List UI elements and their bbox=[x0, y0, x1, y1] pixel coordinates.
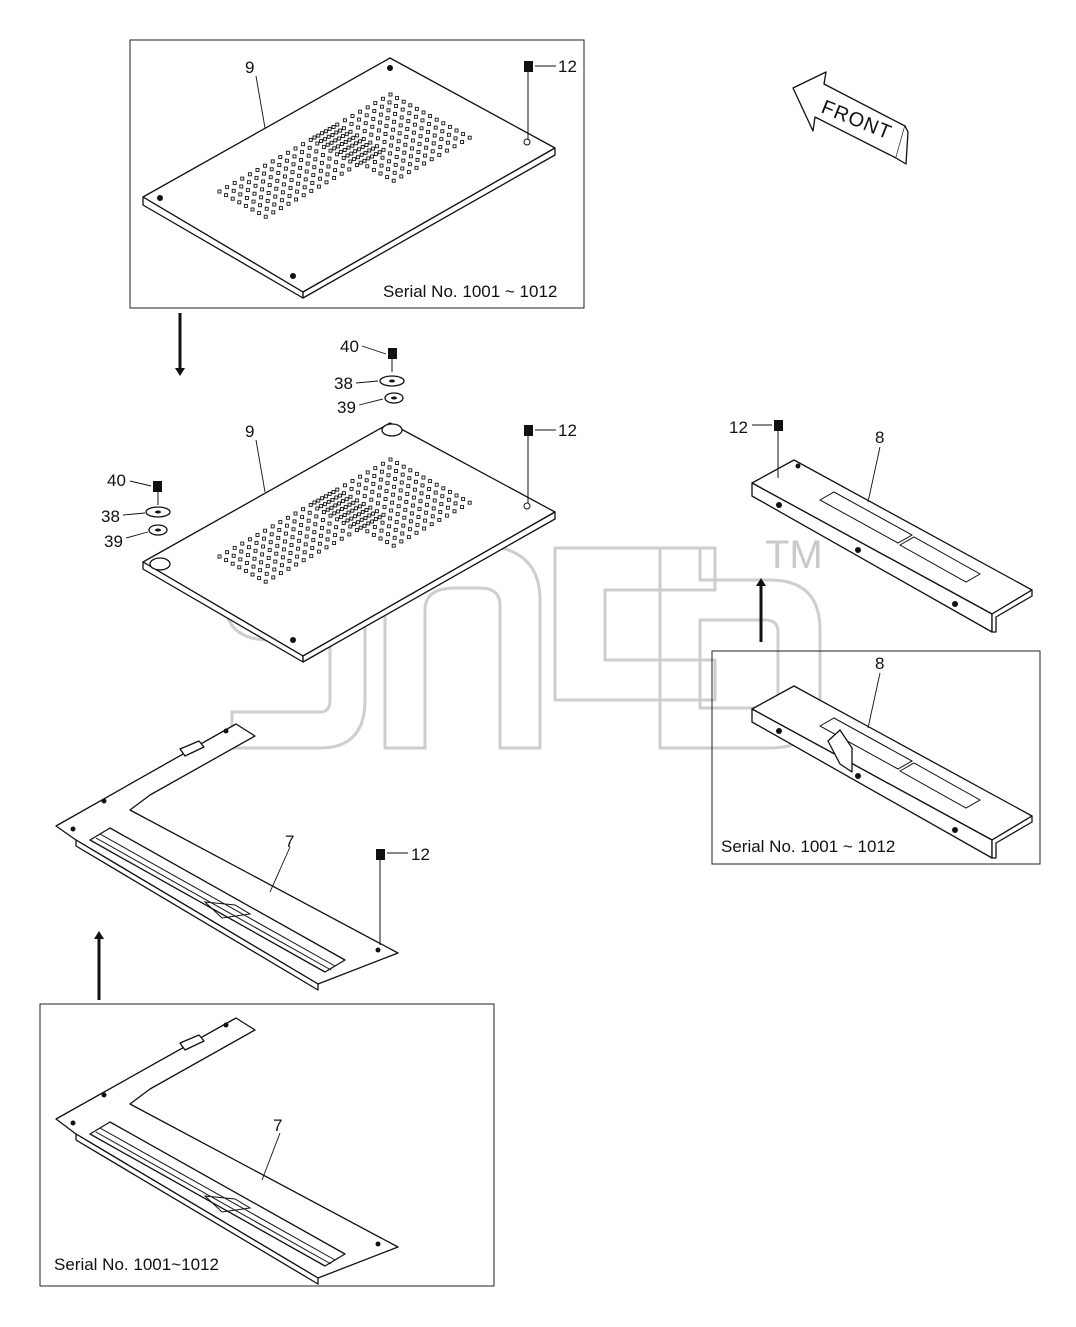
callout-12-plate: 12 bbox=[411, 845, 430, 864]
callout-9-top: 9 bbox=[245, 58, 254, 77]
serial-label-panel9: Serial No. 1001 ~ 1012 bbox=[383, 282, 557, 301]
inset-plate7: 7 Serial No. 1001~1012 bbox=[39, 1003, 495, 1287]
watermark-tm: TM bbox=[765, 533, 823, 577]
callout-39-b: 39 bbox=[104, 532, 123, 551]
callout-12-cover: 12 bbox=[729, 418, 748, 437]
callout-8-inset: 8 bbox=[875, 654, 884, 673]
cover-8-main bbox=[751, 459, 1033, 633]
fastener-stack-a bbox=[379, 348, 405, 404]
inset-cover8: 8 Serial No. 1001 ~ 1012 bbox=[711, 650, 1041, 865]
vent-pattern-top bbox=[217, 92, 472, 219]
callout-38-b: 38 bbox=[101, 507, 120, 526]
bolt-12-main bbox=[524, 425, 533, 503]
plate-7-main bbox=[55, 723, 399, 991]
panel-9-inset-drawing bbox=[142, 57, 556, 299]
vent-pattern-main bbox=[217, 457, 472, 584]
bolt-12-cover bbox=[774, 420, 783, 478]
callout-7-main: 7 bbox=[285, 832, 294, 851]
front-direction-arrow: FRONT bbox=[792, 71, 909, 165]
serial-label-plate7: Serial No. 1001~1012 bbox=[54, 1255, 219, 1274]
panel-9-main bbox=[142, 422, 556, 663]
fastener-stack-b bbox=[145, 481, 171, 536]
callout-40-a: 40 bbox=[340, 337, 359, 356]
callout-38-a: 38 bbox=[334, 374, 353, 393]
callout-39-a: 39 bbox=[337, 398, 356, 417]
callout-12-main: 12 bbox=[558, 421, 577, 440]
inset-panel9: 12 9 Serial No. 1001 ~ 1012 bbox=[129, 39, 585, 309]
callout-9-main: 9 bbox=[245, 422, 254, 441]
callout-7-inset: 7 bbox=[273, 1116, 282, 1135]
callout-40-b: 40 bbox=[107, 471, 126, 490]
bolt-12-top bbox=[524, 61, 533, 140]
callout-12-top: 12 bbox=[558, 57, 577, 76]
callout-8-main: 8 bbox=[875, 428, 884, 447]
serial-label-cover8: Serial No. 1001 ~ 1012 bbox=[721, 837, 895, 856]
bolt-12-plate bbox=[376, 849, 385, 945]
